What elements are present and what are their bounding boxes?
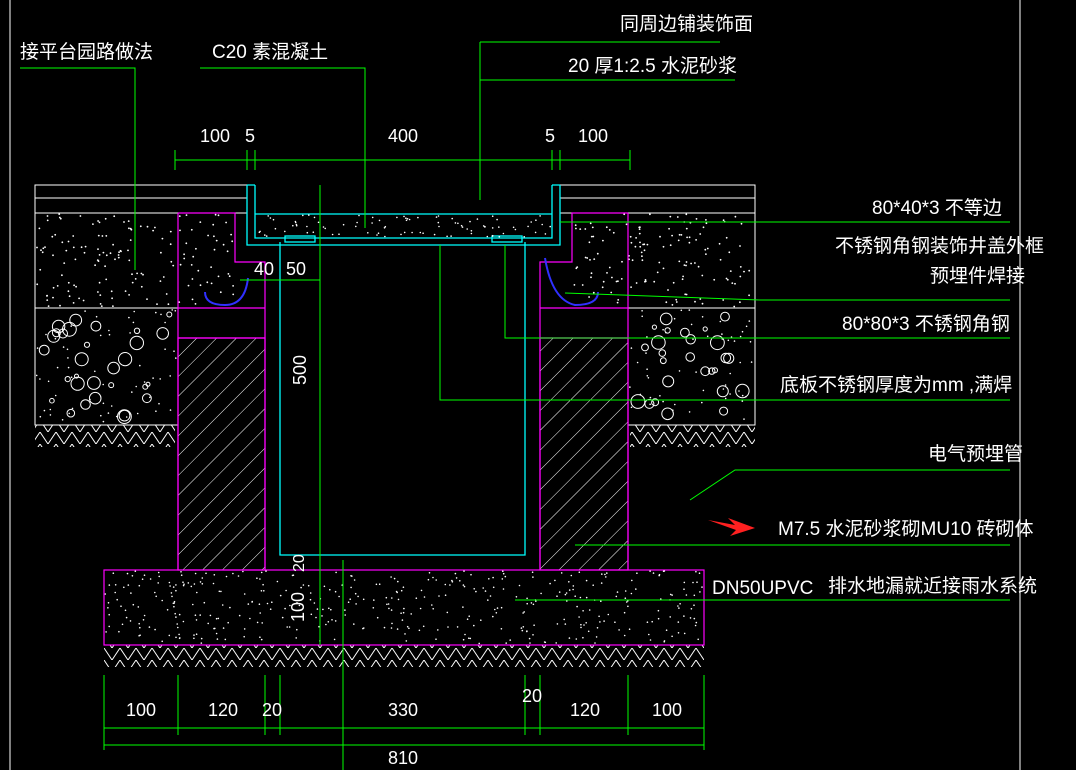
dimension-lines — [103, 150, 705, 770]
label-drain-pipe: DN50UPVC — [712, 578, 813, 599]
paving-left — [34, 184, 248, 199]
dim-bottom-100-left: 100 — [126, 700, 156, 720]
dim-bottom-120-left: 120 — [208, 700, 238, 720]
label-masonry: M7.5 水泥砂浆砌MU10 砖砌体 — [778, 518, 1033, 540]
dim-bottom-20: 20 — [262, 700, 282, 720]
label-finish-top: 同周边铺装饰面 — [620, 13, 753, 35]
dim-top-100-right: 100 — [578, 126, 608, 146]
dim-total-810: 810 — [388, 748, 418, 768]
dim-bottom-small-20: 20 — [522, 686, 542, 706]
steel-frame — [246, 184, 561, 556]
concrete-left — [34, 212, 179, 309]
ground-bottom — [104, 645, 704, 667]
label-concrete: C20 素混凝土 — [212, 41, 328, 63]
dim-top-100-left: 100 — [200, 126, 230, 146]
label-mortar: 20 厚1:2.5 水泥砂浆 — [568, 55, 737, 77]
paving-right — [559, 184, 756, 199]
label-frame-line1: 不锈钢角钢装饰井盖外框 — [835, 235, 1044, 257]
cover-speckles — [258, 214, 551, 238]
wall-hatch-right — [539, 337, 629, 571]
label-drain-text: 排水地漏就近接雨水系统 — [828, 575, 1037, 597]
dim-top-400: 400 — [388, 126, 418, 146]
dim-side-40: 40 — [254, 259, 274, 279]
dim-top-5-left: 5 — [245, 126, 255, 146]
label-platform-road: 接平台园路做法 — [20, 41, 153, 63]
label-frame-line2: 预埋件焊接 — [930, 265, 1025, 287]
dim-bottom-120-right: 120 — [570, 700, 600, 720]
gravel-left — [34, 307, 179, 426]
mortar-right — [559, 197, 756, 214]
dim-bottom-330: 330 — [388, 700, 418, 720]
label-angle-big: 80*80*3 不锈钢角钢 — [842, 313, 1010, 335]
dim-base-100: 100 — [288, 592, 308, 622]
label-conduit: 电气预埋管 — [928, 443, 1023, 465]
pipe-hook-left — [204, 277, 249, 307]
pipe-hook-right — [544, 257, 599, 307]
red-arrow-icon — [708, 518, 755, 536]
gravel-circles — [35, 309, 753, 425]
ground-right — [630, 425, 755, 447]
concrete-speckles — [36, 213, 751, 308]
base-slab-speckles — [104, 570, 703, 645]
label-angle-small: 80*40*3 不等边 — [872, 197, 1002, 219]
concrete-right — [627, 212, 756, 309]
dim-bottom-100-right: 100 — [652, 700, 682, 720]
wall-hatch-left — [177, 337, 266, 571]
label-base-plate: 底板不锈钢厚度为mm ,满焊 — [780, 374, 1012, 396]
dim-gap-20: 20 — [291, 554, 308, 572]
dim-depth-500: 500 — [290, 355, 310, 385]
dim-side-50: 50 — [286, 259, 306, 279]
dim-top-5-right: 5 — [545, 126, 555, 146]
mortar-left — [34, 197, 248, 214]
ground-left — [35, 425, 175, 447]
leader-lines — [20, 41, 1010, 645]
